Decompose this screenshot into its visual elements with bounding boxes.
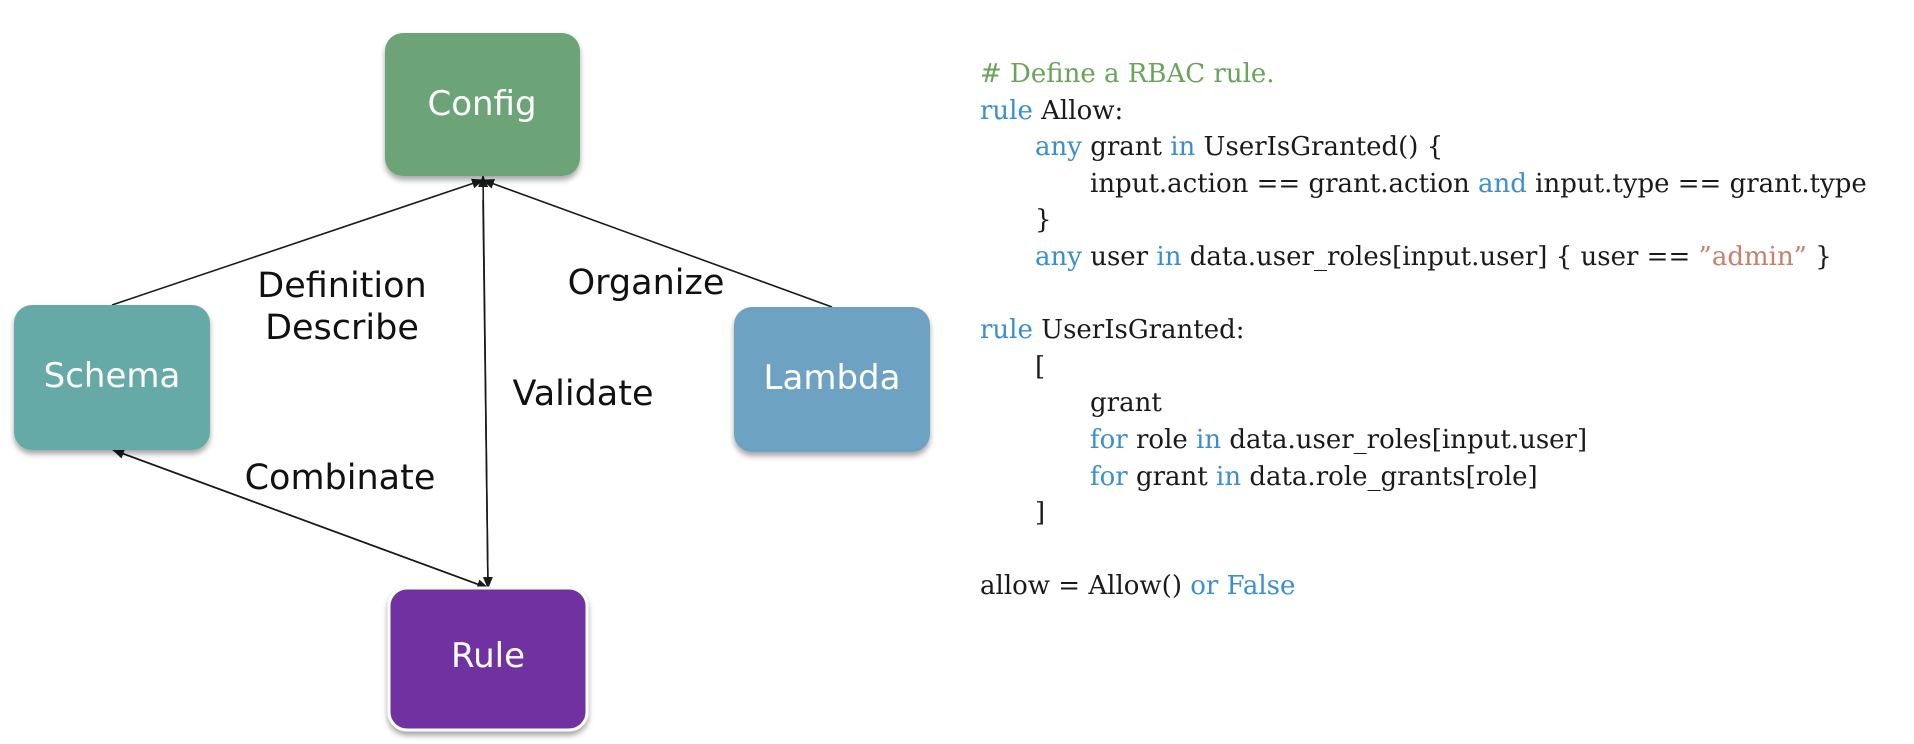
code-token-plain: Allow: [1032, 95, 1124, 126]
code-line: any grant in UserIsGranted() { [980, 129, 1900, 166]
code-line: } [980, 202, 1900, 239]
code-token-kw: for [1090, 424, 1128, 455]
code-token-kw: in [1156, 241, 1182, 272]
code-token-plain: grant [1081, 132, 1171, 163]
edge-label-combinate: Combinate [245, 458, 436, 498]
code-token-plain: allow = Allow() [980, 571, 1191, 602]
code-token-plain: data.user_roles[input.user] [1221, 424, 1588, 455]
node-rule-box [387, 586, 589, 732]
code-token-plain: UserIsGranted() { [1195, 132, 1444, 163]
code-token-plain: grant [1127, 461, 1217, 492]
code-line: allow = Allow() or False [980, 568, 1900, 605]
node-rule-label: Rule [451, 636, 525, 676]
code-line: ] [980, 495, 1900, 532]
code-token-plain: ] [1035, 498, 1046, 529]
code-line: rule Allow: [980, 93, 1900, 130]
code-line: input.action == grant.action and input.t… [980, 166, 1900, 203]
code-line: [ [980, 349, 1900, 386]
node-schema: Schema [14, 305, 210, 450]
relationship-diagram: Config Schema Lambda Rule Definition Des… [14, 33, 930, 732]
code-token-kw: False [1226, 571, 1296, 602]
code-token-plain: input.action == grant.action [1090, 168, 1479, 199]
code-token-plain: user [1081, 241, 1157, 272]
edge-rule-schema [112, 449, 489, 589]
code-token-plain [1218, 571, 1226, 601]
code-line: for role in data.user_roles[input.user] [980, 422, 1900, 459]
code-line: rule UserIsGranted: [980, 312, 1900, 349]
edge-label-validate: Validate [512, 374, 653, 414]
code-token-plain: data.role_grants[role] [1241, 461, 1538, 492]
code-line [980, 276, 1900, 313]
node-rule: Rule [387, 586, 589, 732]
edge-config-to-rule [482, 199, 493, 589]
node-lambda-box [734, 307, 930, 452]
code-token-kw: any [1035, 241, 1082, 272]
code-token-kw: rule [980, 95, 1033, 126]
node-config-box [385, 33, 580, 176]
code-token-kw: any [1035, 132, 1082, 163]
code-token-plain: } [1806, 241, 1832, 272]
code-token-kw: and [1478, 168, 1527, 199]
code-line: grant [980, 385, 1900, 422]
code-token-plain: grant [1090, 388, 1162, 419]
node-config-label: Config [427, 84, 536, 124]
code-token-plain: role [1127, 424, 1197, 455]
code-token-kw: in [1216, 461, 1242, 492]
code-token-str: ”admin” [1698, 241, 1807, 272]
edge-label-definition: Definition [257, 266, 426, 306]
code-line: for grant in data.role_grants[role] [980, 459, 1900, 496]
edge-label-describe: Describe [265, 308, 419, 348]
code-line: # Define a RBAC rule. [980, 56, 1900, 93]
code-line: any user in data.user_roles[input.user] … [980, 239, 1900, 276]
code-token-plain: input.type == grant.type [1526, 168, 1867, 199]
code-token-comment: # Define a RBAC rule. [980, 59, 1275, 89]
edge-lambda-to-config [482, 179, 833, 308]
code-token-plain: UserIsGranted: [1032, 315, 1245, 346]
edge-schema-to-config [111, 178, 484, 306]
node-schema-label: Schema [44, 356, 181, 396]
code-token-kw: in [1170, 132, 1196, 163]
node-lambda-label: Lambda [764, 358, 901, 398]
edge-label-organize: Organize [568, 263, 725, 303]
node-schema-box [14, 305, 210, 450]
code-token-plain: } [1035, 205, 1052, 236]
node-config: Config [385, 33, 580, 176]
code-line [980, 532, 1900, 569]
code-token-kw: in [1196, 424, 1222, 455]
code-token-kw: or [1190, 571, 1219, 602]
node-lambda: Lambda [734, 307, 930, 452]
code-listing: # Define a RBAC rule.rule Allow:any gran… [980, 56, 1900, 605]
code-token-plain: [ [1035, 351, 1046, 382]
code-token-kw: for [1090, 461, 1128, 492]
code-token-kw: rule [980, 315, 1033, 346]
code-token-plain: data.user_roles[input.user] { user == [1181, 241, 1699, 272]
